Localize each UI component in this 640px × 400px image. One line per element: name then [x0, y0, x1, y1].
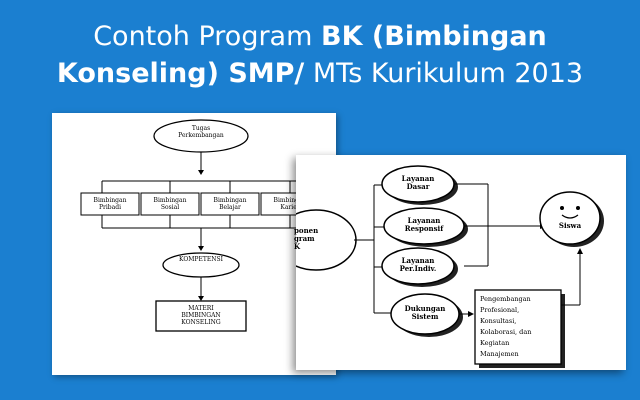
service-box-1: [80, 192, 140, 216]
student-label: Siswa: [558, 221, 582, 230]
support-box-shape: [474, 289, 562, 365]
material-box: [155, 300, 247, 332]
title-line-2: Konseling) SMP/ MTs Kurikulum 2013: [56, 58, 584, 89]
page-title: Contoh Program BK (Bimbingan Konseling) …: [0, 18, 640, 92]
service-diagram-lines: [296, 165, 604, 368]
support-box-label: Pengembangan Profesional, Konsultasi, Ko…: [480, 295, 532, 358]
title-line-1: Contoh Program BK (Bimbingan: [93, 21, 547, 52]
smiley-icon: [560, 206, 580, 219]
service-node-3-shape: [381, 247, 455, 285]
competency-label: KOMPETENSI: [179, 256, 223, 263]
